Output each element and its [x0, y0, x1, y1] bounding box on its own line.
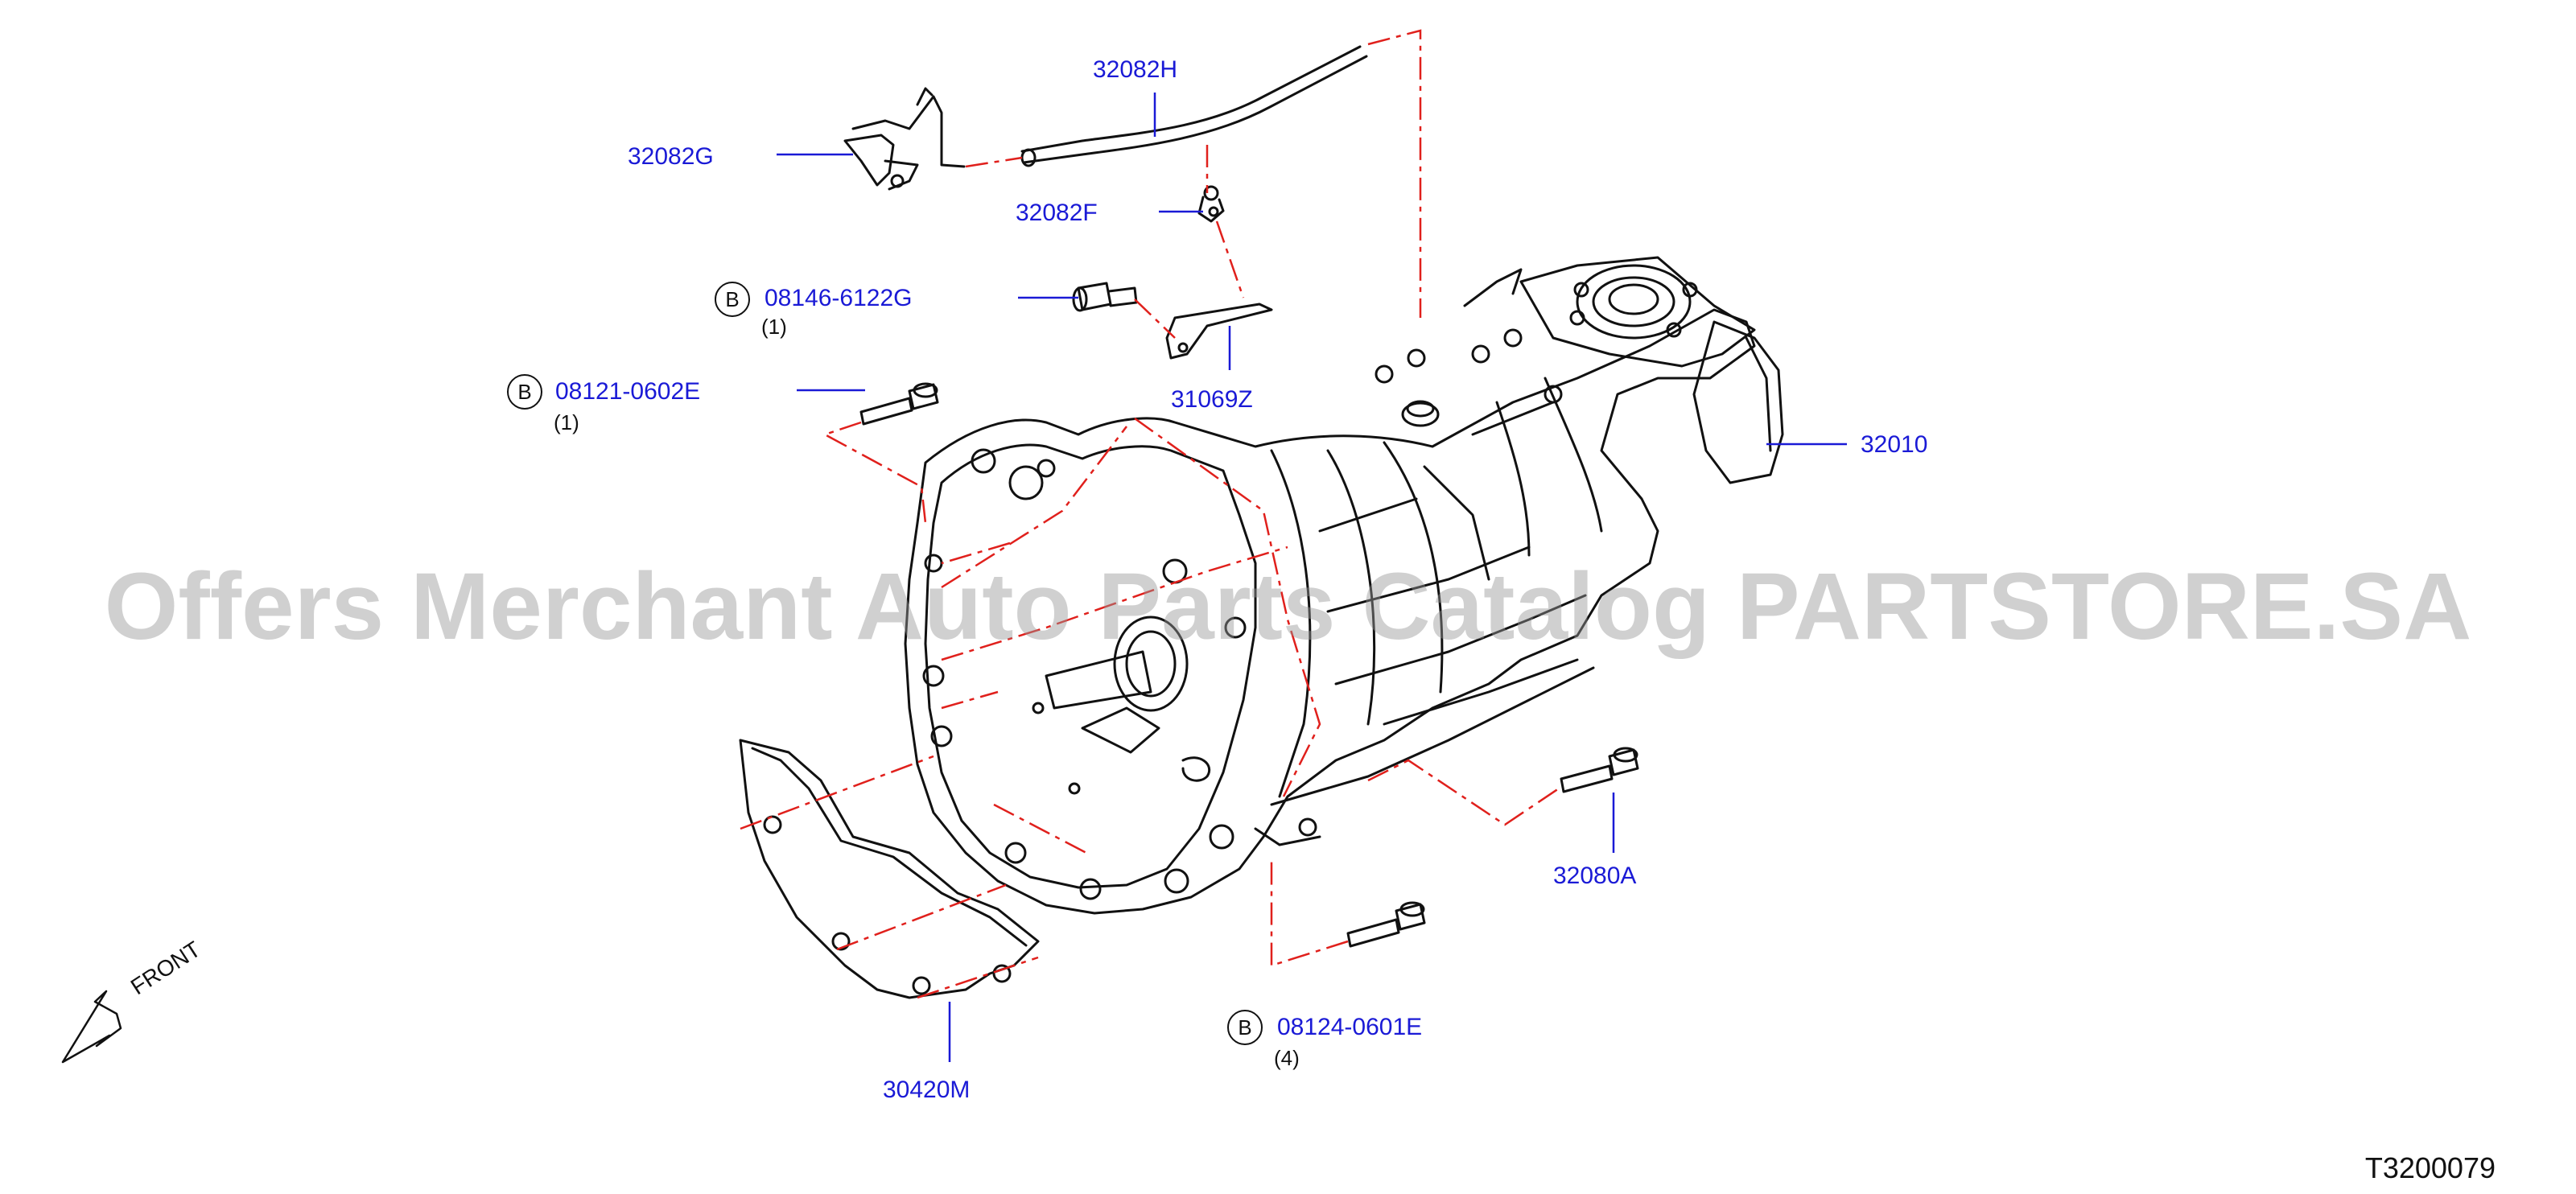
part-label-32080A[interactable]: 32080A: [1553, 863, 1637, 889]
bolt-08124-0601E: [1346, 901, 1426, 948]
transmission-case-32010: [904, 256, 1784, 915]
badge-b-08146-6122G: B: [715, 282, 750, 317]
part-label-08146-6122G[interactable]: 08146-6122G: [765, 285, 913, 311]
front-arrow-icon: [61, 990, 122, 1064]
watermark: Offers Merchant Auto Parts Catalog PARTS…: [104, 554, 2472, 660]
part-label-08124-0601E[interactable]: 08124-0601E: [1277, 1014, 1423, 1040]
clip-32082F: [1197, 185, 1225, 223]
diagram-code: T3200079: [2364, 1151, 2496, 1184]
bolt-32080A: [1560, 747, 1639, 793]
bolt-08146-6122G: [1072, 282, 1138, 312]
qty-08124-0601E: (4): [1274, 1046, 1300, 1070]
qty-08121-0602E: (1): [554, 410, 579, 434]
bolt-08121-0602E: [859, 382, 939, 426]
hose-32082H: [1020, 45, 1368, 167]
part-label-32082G[interactable]: 32082G: [628, 143, 714, 170]
part-label-30420M[interactable]: 30420M: [883, 1077, 971, 1103]
phantom-lines: [740, 29, 1562, 999]
part-label-32010[interactable]: 32010: [1861, 431, 1928, 458]
qty-08146-6122G: (1): [761, 315, 787, 339]
part-label-31069Z[interactable]: 31069Z: [1171, 386, 1253, 413]
dust-cover-30420M: [739, 739, 1040, 999]
part-label-08121-0602E[interactable]: 08121-0602E: [555, 378, 701, 405]
part-label-32082H[interactable]: 32082H: [1093, 56, 1178, 83]
leader-lines: [777, 93, 1847, 1062]
badge-b-08121-0602E: B: [507, 374, 542, 410]
bracket-31069Z: [1165, 303, 1273, 360]
badge-b-08124-0601E: B: [1227, 1010, 1263, 1045]
part-label-32082F[interactable]: 32082F: [1016, 200, 1098, 226]
pipe-bracket-32082G: [843, 87, 966, 191]
